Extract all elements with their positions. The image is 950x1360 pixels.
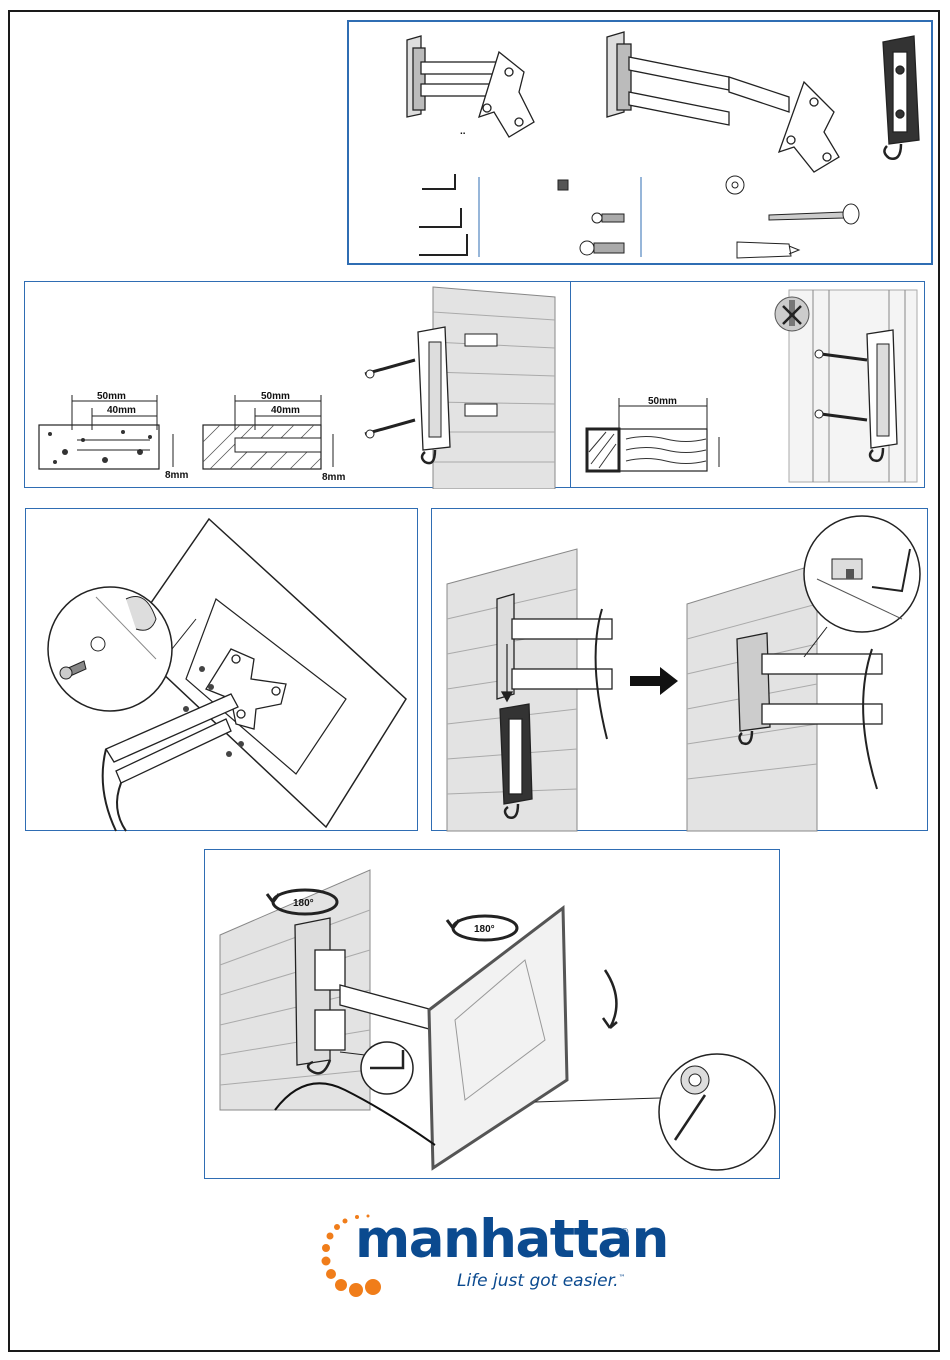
wall-hardware [726, 176, 859, 258]
brand-wordmark: manhattan [355, 1209, 668, 1270]
parts-dots: .. [460, 126, 466, 137]
parts-list-panel: .. [347, 20, 933, 265]
tv-back [126, 519, 406, 827]
concrete-outer-dim: 50mm [97, 391, 126, 402]
adjust-illustration: 180° 180° [205, 850, 781, 1180]
wood-block [587, 398, 719, 471]
brick-depth-dim: 8mm [322, 472, 345, 483]
attach-tv-panel [25, 508, 418, 831]
drilling-panel: 50mm 40mm 8mm 50mm 40mm 8mm [24, 281, 572, 488]
tv-screen [429, 908, 567, 1168]
brand-logo: manhattan ® Life just got easier.™ [315, 1205, 645, 1305]
adjust-panel: 180° 180° [204, 849, 780, 1179]
parts-illustration: .. [349, 22, 935, 267]
small-screws [558, 180, 624, 255]
tighten-magnifier [535, 1054, 775, 1170]
prohibited-screw-icon [775, 297, 809, 331]
concrete-block [39, 395, 173, 469]
wall-rotation-label: 180° [293, 898, 314, 909]
hang-arm-panel [431, 508, 928, 831]
long-arm-bracket [607, 32, 839, 172]
wood-stud-panel: 50mm [570, 281, 925, 488]
hex-keys [419, 174, 467, 255]
tagline-text: Life just got easier. [457, 1271, 618, 1291]
brick-wall-mount [365, 287, 555, 489]
hatched-block [203, 395, 333, 469]
wall-plate [883, 36, 919, 159]
brick-inner-dim: 40mm [271, 405, 300, 416]
drilling-illustration: 50mm 40mm 8mm 50mm 40mm 8mm [25, 282, 573, 489]
right-arrow-icon [630, 667, 678, 695]
plate-rotation-label: 180° [474, 924, 495, 935]
short-arm-bracket [407, 36, 534, 137]
set-screw-magnifier [804, 516, 920, 657]
registered-mark: ® [621, 1227, 628, 1238]
wood-depth-dim: 50mm [648, 396, 677, 407]
brick-outer-dim: 50mm [261, 391, 290, 402]
hang-arm-illustration [432, 509, 929, 832]
concrete-depth-dim: 8mm [165, 470, 188, 481]
attach-tv-illustration [26, 509, 419, 832]
trademark-mark: ™ [618, 1273, 625, 1281]
brand-tagline: Life just got easier.™ [457, 1271, 625, 1291]
tilt-arrow-icon [603, 970, 617, 1028]
arm [103, 694, 238, 831]
wood-stud-illustration: 50mm [571, 282, 926, 489]
concrete-inner-dim: 40mm [107, 405, 136, 416]
